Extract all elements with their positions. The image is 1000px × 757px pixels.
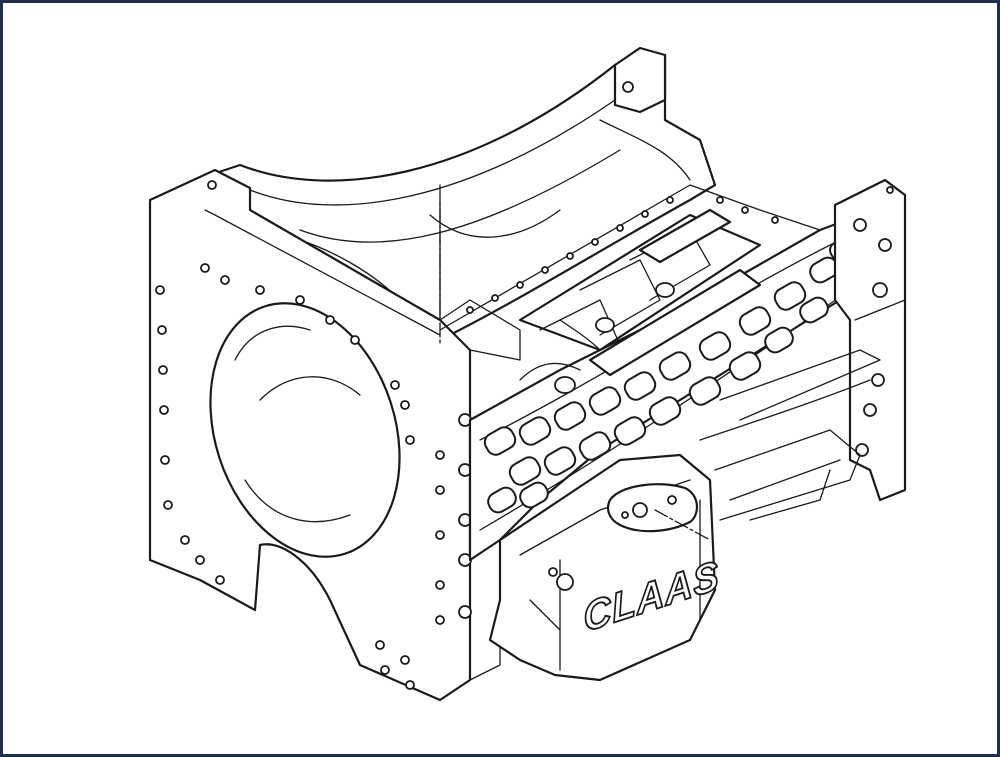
gasket-flange — [439, 184, 821, 331]
lower-bracket — [714, 429, 861, 521]
top-lug — [613, 46, 667, 114]
filter-boss — [606, 483, 698, 533]
sump-bays — [518, 208, 762, 394]
rear-end-plate — [699, 178, 907, 502]
rail-window-cells — [483, 237, 855, 514]
center-lines — [439, 184, 711, 541]
